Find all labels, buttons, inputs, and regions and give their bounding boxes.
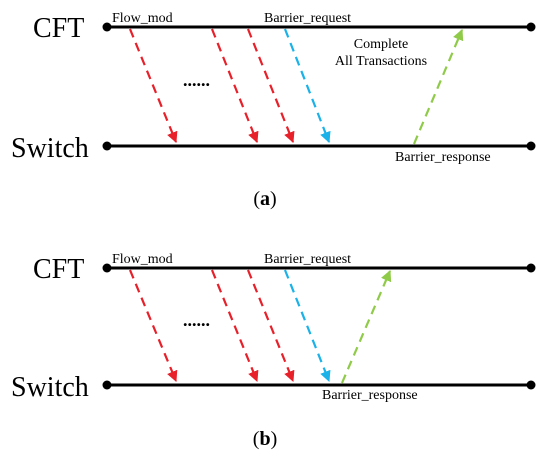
cft-lifeline-a-start — [102, 22, 112, 32]
panel-label-b: (b) — [253, 428, 277, 450]
cft-lifeline-b-end — [526, 263, 536, 273]
flow-mod-arrow-a-1 — [128, 28, 178, 144]
panel-a: CFT Switch Flow_mod Barrier_request ....… — [11, 11, 536, 210]
flow-mod-label-b: Flow_mod — [112, 252, 173, 267]
flow-mod-label-a: Flow_mod — [112, 11, 173, 26]
flow-mod-arrow-a-3 — [246, 28, 295, 144]
bottom-entity-label-b: Switch — [11, 372, 89, 403]
barrier-request-arrow-a — [283, 28, 331, 144]
top-entity-label-b: CFT — [33, 254, 84, 285]
flow-mod-arrow-b-3 — [246, 269, 295, 383]
barrier-request-label-a: Barrier_request — [264, 11, 351, 26]
switch-lifeline-a-end — [526, 141, 536, 151]
bottom-entity-label-a: Switch — [11, 133, 89, 164]
note-line-2-a: All Transactions — [335, 54, 427, 69]
barrier-response-label-a: Barrier_response — [395, 150, 491, 165]
barrier-response-label-b: Barrier_response — [322, 388, 418, 403]
barrier-response-arrow-b — [340, 269, 392, 384]
panel-label-a: (a) — [253, 188, 276, 210]
cft-lifeline-b-start — [102, 263, 112, 273]
switch-lifeline-b-end — [526, 380, 536, 390]
barrier-response-arrow-a — [412, 28, 464, 145]
barrier-request-label-b: Barrier_request — [264, 252, 351, 267]
ellipsis-b: ...... — [183, 310, 210, 330]
flow-mod-arrow-a-2 — [210, 28, 259, 144]
barrier-request-arrow-b — [283, 269, 331, 383]
top-entity-label-a: CFT — [33, 13, 84, 44]
cft-lifeline-a-end — [526, 22, 536, 32]
switch-lifeline-a-start — [102, 141, 112, 151]
note-line-1-a: Complete — [354, 37, 408, 52]
panel-b: CFT Switch Flow_mod Barrier_request ....… — [11, 252, 536, 450]
switch-lifeline-b-start — [102, 380, 112, 390]
flow-mod-arrow-b-2 — [210, 269, 259, 383]
flow-mod-arrow-b-1 — [128, 269, 178, 383]
ellipsis-a: ...... — [183, 70, 210, 90]
